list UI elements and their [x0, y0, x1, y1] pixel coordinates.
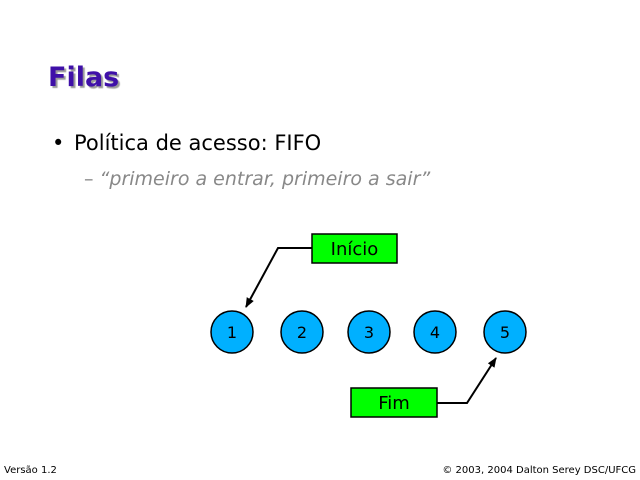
bullet-dot: •: [52, 131, 65, 155]
queue-node: [347, 310, 391, 354]
bullet-text: Política de acesso: FIFO: [74, 131, 322, 155]
sub-bullet-item: – “primeiro a entrar, primeiro a sair”: [84, 168, 430, 190]
footer-copyright: © 2003, 2004 Dalton Serey DSC/UFCG: [442, 465, 636, 476]
queue-node-label: 5: [500, 323, 510, 342]
queue-node-label: 2: [297, 323, 307, 342]
start-label-box: [311, 233, 398, 264]
start-label: Início: [331, 239, 379, 260]
end-arrow: [437, 357, 497, 404]
end-label: Fim: [378, 393, 410, 414]
footer-version: Versão 1.2: [4, 465, 57, 476]
queue-node-label: 1: [227, 323, 237, 342]
sub-bullet-dash: –: [84, 168, 94, 190]
end-label-box: [350, 387, 438, 418]
queue-node: [280, 310, 324, 354]
queue-node-label: 3: [364, 323, 374, 342]
start-arrow: [245, 247, 312, 308]
queue-node: [210, 310, 254, 354]
slide-title: Filas: [48, 62, 120, 93]
queue-node-label: 4: [430, 323, 440, 342]
queue-node: [413, 310, 457, 354]
queue-node: [483, 310, 527, 354]
sub-bullet-text: “primeiro a entrar, primeiro a sair”: [99, 168, 431, 190]
bullet-item: • Política de acesso: FIFO: [52, 131, 321, 155]
